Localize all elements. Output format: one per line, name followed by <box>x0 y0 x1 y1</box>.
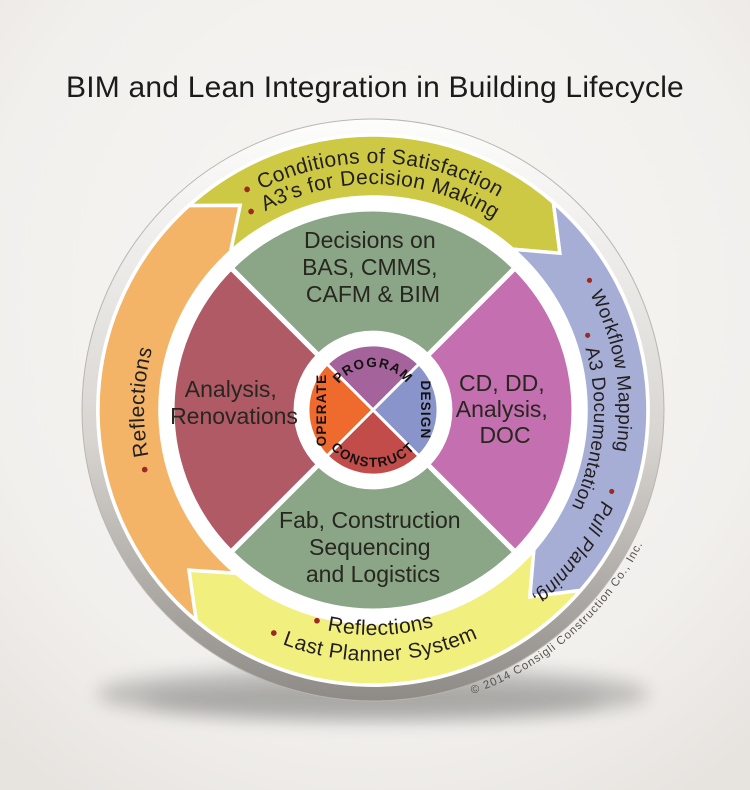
quadrant-bottom-fab <box>228 461 518 614</box>
quadrant-labels: Decisions on BAS, CMMS, CAFM & BIM CD, D… <box>170 227 554 587</box>
middle-quadrant-ring <box>169 206 577 614</box>
quadrant-left-label: Analysis, Renovations <box>170 376 298 429</box>
wedge-construct <box>325 408 421 477</box>
wedge-operate-label: OPERATE <box>314 374 329 447</box>
quadrant-right-label: CD, DD, Analysis, DOC <box>456 370 554 448</box>
quadrant-top-decisions <box>228 206 518 359</box>
outer-arrow-ring <box>96 133 650 687</box>
wedge-design-label: DESIGN <box>418 381 433 440</box>
wedge-design <box>371 362 440 458</box>
quadrant-bottom-label: Fab, Construction Sequencing and Logisti… <box>279 507 467 587</box>
quadrant-left-analysis <box>169 265 322 555</box>
wedge-operate <box>306 362 375 458</box>
page-title: BIM and Lean Integration in Building Lif… <box>66 71 684 104</box>
quadrant-top-label: Decisions on BAS, CMMS, CAFM & BIM <box>302 227 444 307</box>
wedge-program <box>325 343 421 412</box>
inner-lifecycle-wheel <box>306 343 440 477</box>
quadrant-right-cd-dd <box>424 265 577 555</box>
